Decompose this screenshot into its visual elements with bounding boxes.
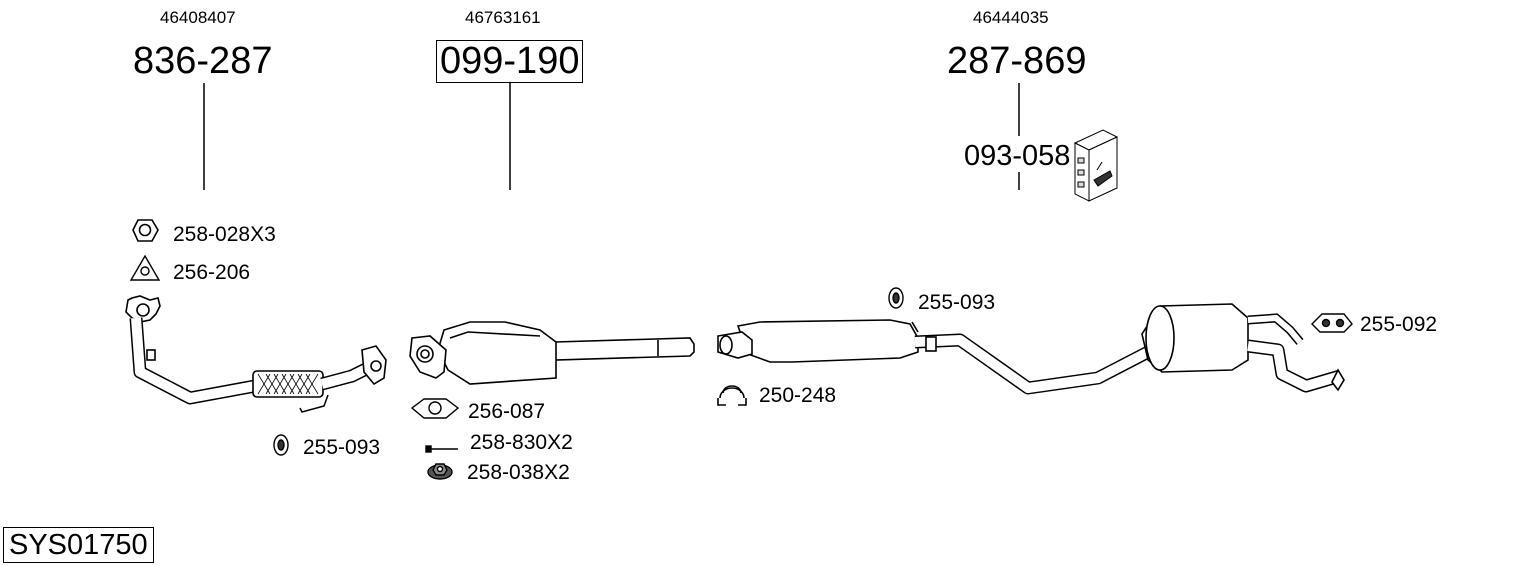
mounting-kit-box-icon xyxy=(1073,129,1119,202)
accessory-label[interactable]: 258-028X3 xyxy=(173,223,276,246)
middle-silencer-drawing xyxy=(717,319,1155,395)
oe-number: 46408407 xyxy=(160,8,236,27)
accessory-label[interactable]: 258-038X2 xyxy=(467,461,570,484)
accessory-label[interactable]: 250-248 xyxy=(759,384,837,407)
oe-number: 46763161 xyxy=(465,8,541,27)
flange-nut-icon xyxy=(427,463,453,480)
accessory-label[interactable]: 258-830X2 xyxy=(470,431,573,454)
catalytic-converter-drawing xyxy=(409,321,695,385)
accessory-label[interactable]: 255-093 xyxy=(303,436,381,459)
pipe-clamp-icon xyxy=(717,385,747,406)
rubber-mount-icon xyxy=(273,434,289,456)
gasket-icon xyxy=(129,254,161,281)
accessory-label[interactable]: 256-087 xyxy=(468,400,546,423)
mounting-kit-number-link[interactable]: 093-058 xyxy=(964,140,1071,172)
accessory-label[interactable]: 255-092 xyxy=(1360,313,1438,336)
flange-gasket-icon xyxy=(410,398,460,419)
front-pipe-drawing xyxy=(125,295,387,413)
bolt-icon xyxy=(425,445,458,453)
system-code: SYS01750 xyxy=(3,527,154,563)
hex-nut-icon xyxy=(132,219,159,242)
oe-number: 46444035 xyxy=(973,8,1049,27)
rear-silencer-drawing xyxy=(1141,303,1345,393)
accessory-label[interactable]: 255-093 xyxy=(918,291,996,314)
part-number-link[interactable]: 836-287 xyxy=(133,40,273,82)
part-number-link[interactable]: 287-869 xyxy=(947,40,1087,82)
hanger-bracket-icon xyxy=(1311,313,1353,333)
rubber-mount-icon xyxy=(888,287,904,309)
part-number-link-highlighted[interactable]: 099-190 xyxy=(436,40,584,83)
accessory-label[interactable]: 256-206 xyxy=(173,261,251,284)
